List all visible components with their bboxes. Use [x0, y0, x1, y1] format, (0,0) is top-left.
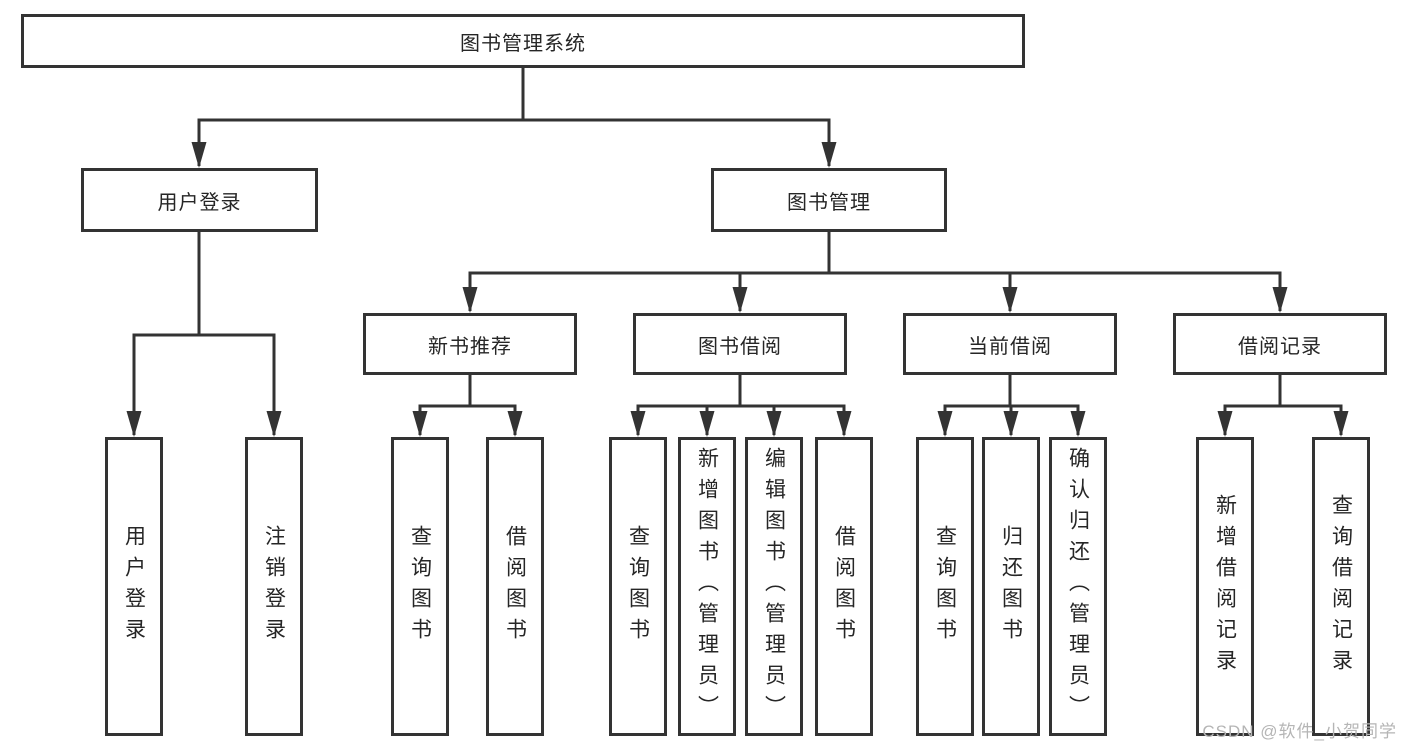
arrow-down-icon — [1002, 287, 1018, 313]
arrow-down-icon — [507, 411, 523, 437]
arrow-down-icon — [462, 287, 478, 313]
node-current-borrow: 当前借阅 — [903, 313, 1117, 375]
arrow-down-icon — [836, 411, 852, 437]
arrow-down-icon — [1070, 411, 1086, 437]
leaf-add-book-admin: 新增图书（管理员） — [678, 437, 736, 736]
node-new-book-recommend: 新书推荐 — [363, 313, 577, 375]
leaf-user-login: 用户登录 — [105, 437, 163, 736]
arrow-down-icon — [1333, 411, 1349, 437]
arrow-down-icon — [266, 411, 282, 437]
arrow-down-icon — [630, 411, 646, 437]
arrow-down-icon — [1272, 287, 1288, 313]
arrow-down-icon — [821, 142, 837, 168]
arrow-down-icon — [412, 411, 428, 437]
watermark: CSDN @软件_小贺同学 — [1202, 722, 1397, 741]
arrow-down-icon — [766, 411, 782, 437]
node-book-borrow: 图书借阅 — [633, 313, 847, 375]
leaf-add-borrow-record: 新增借阅记录 — [1196, 437, 1254, 736]
leaf-return-book: 归还图书 — [982, 437, 1040, 736]
leaf-logout: 注销登录 — [245, 437, 303, 736]
node-root: 图书管理系统 — [21, 14, 1025, 68]
arrow-down-icon — [732, 287, 748, 313]
arrow-down-icon — [126, 411, 142, 437]
leaf-edit-book-admin: 编辑图书（管理员） — [745, 437, 803, 736]
leaf-borrow-book-recommend: 借阅图书 — [486, 437, 544, 736]
arrow-down-icon — [699, 411, 715, 437]
node-book-management: 图书管理 — [711, 168, 947, 232]
arrow-down-icon — [937, 411, 953, 437]
leaf-confirm-return-admin: 确认归还（管理员） — [1049, 437, 1107, 736]
node-user-login-branch: 用户登录 — [81, 168, 318, 232]
arrow-down-icon — [1217, 411, 1233, 437]
leaf-query-borrow-record: 查询借阅记录 — [1312, 437, 1370, 736]
arrow-down-icon — [191, 142, 207, 168]
leaf-query-book-recommend: 查询图书 — [391, 437, 449, 736]
leaf-query-book-borrow: 查询图书 — [609, 437, 667, 736]
leaf-query-book-current: 查询图书 — [916, 437, 974, 736]
leaf-borrow-book: 借阅图书 — [815, 437, 873, 736]
node-borrow-records: 借阅记录 — [1173, 313, 1387, 375]
arrow-down-icon — [1003, 411, 1019, 437]
